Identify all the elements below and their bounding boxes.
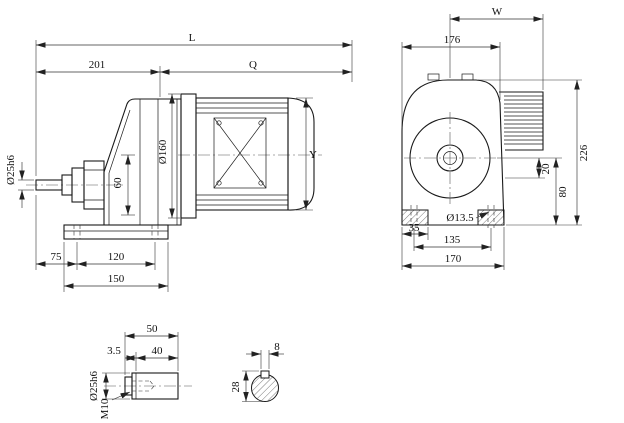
keyway-notch bbox=[260, 370, 270, 379]
end-view-dimensions: W 176 226 80 20 35 Ø13.5 bbox=[401, 6, 590, 270]
dim-label-50: 50 bbox=[147, 323, 159, 335]
dim-label-Q: Q bbox=[249, 59, 257, 71]
output-bore bbox=[404, 112, 497, 206]
dim-label-flange-dia: Ø160 bbox=[157, 139, 169, 164]
motor-fins-end bbox=[499, 91, 544, 151]
gear-housing bbox=[103, 98, 182, 226]
shaft-end-body bbox=[124, 372, 179, 400]
dim-label-120: 120 bbox=[108, 251, 125, 263]
shaft-end-detail: 50 3.5 40 Ø25h6 M10 bbox=[88, 323, 192, 419]
dim-label-20: 20 bbox=[540, 163, 552, 175]
side-view-dimensions: L 201 Q Ø25h6 60 Ø160 Y bbox=[5, 32, 353, 292]
dim-label-foot-hole: Ø13.5 bbox=[446, 212, 474, 224]
dim-label-226: 226 bbox=[578, 144, 590, 161]
dim-label-8: 8 bbox=[274, 341, 280, 353]
dim-label-W: W bbox=[492, 6, 503, 18]
motor-body bbox=[195, 97, 289, 211]
dim-label-80: 80 bbox=[557, 186, 569, 198]
end-feet bbox=[401, 205, 505, 228]
end-housing bbox=[401, 73, 505, 226]
shaft-detail-dimensions: 50 3.5 40 Ø25h6 M10 bbox=[88, 323, 179, 419]
dim-label-176: 176 bbox=[444, 34, 461, 46]
end-view: W 176 226 80 20 35 Ø13.5 bbox=[401, 6, 590, 270]
dim-label-170: 170 bbox=[445, 253, 462, 265]
dim-label-shaft-dia: Ø25h6 bbox=[5, 155, 17, 185]
side-view: L 201 Q Ø25h6 60 Ø160 Y bbox=[5, 32, 353, 292]
dim-label-detail-shaft-dia: Ø25h6 bbox=[88, 371, 100, 401]
dim-label-L: L bbox=[189, 32, 196, 44]
terminal-plate bbox=[213, 117, 267, 189]
dim-label-3-5: 3.5 bbox=[107, 345, 121, 357]
motor-flange bbox=[180, 93, 197, 219]
shaft-section bbox=[251, 374, 279, 402]
keyway-section-detail: 8 28 bbox=[230, 341, 284, 402]
fan-cover bbox=[287, 97, 315, 211]
dim-label-75: 75 bbox=[51, 251, 63, 263]
dim-label-28: 28 bbox=[230, 381, 242, 393]
dim-label-Y: Y bbox=[309, 149, 317, 161]
dim-label-150: 150 bbox=[108, 273, 125, 285]
dim-label-thread-M10: M10 bbox=[99, 398, 111, 419]
dim-label-201: 201 bbox=[89, 59, 106, 71]
motor bbox=[180, 93, 315, 219]
dim-label-135: 135 bbox=[444, 234, 461, 246]
dim-label-40: 40 bbox=[152, 345, 164, 357]
keyway-dimensions: 8 28 bbox=[230, 341, 284, 402]
dim-label-60: 60 bbox=[112, 177, 124, 189]
mounting-foot bbox=[63, 224, 169, 240]
